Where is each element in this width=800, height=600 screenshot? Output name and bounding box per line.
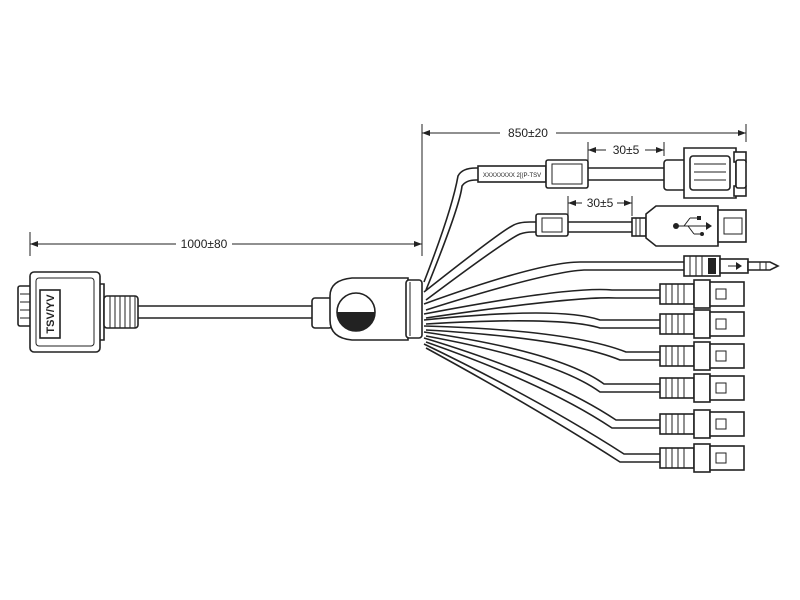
dimension-usb-offset: 30±5 [567,196,633,216]
usb-ferrite [535,213,569,237]
rca-connector-6 [659,443,745,473]
rca-connector-4 [659,373,745,403]
rca-connector-3 [659,341,745,371]
tsv-connector: TSV/YV [17,271,139,353]
cable-marking: XXXXXXXX 2[(P-TSV [483,173,541,179]
splitter-hub [311,277,423,341]
audio-jack [683,255,780,277]
audio-arrow-icon [728,262,742,270]
usb-icon [673,216,712,236]
main-cable [138,305,318,319]
vga-connector [663,147,747,199]
main-cable-length-label: 1000±80 [181,237,228,251]
breakout-cables [423,167,684,463]
usb-offset-label: 30±5 [587,196,614,210]
rca-connector-5 [659,409,745,439]
dimension-breakout: 850±20 [421,124,747,250]
dimension-vga-offset: 30±5 [587,142,665,168]
dimension-main-cable: 1000±80 [29,232,423,256]
usb-connector [631,205,747,247]
vga-offset-label: 30±5 [613,143,640,157]
breakout-length-label: 850±20 [508,126,548,140]
vga-ferrite: XXXXXXXX 2[(P-TSV [477,159,589,189]
rca-connector-2 [659,309,745,339]
connector-label: TSV/YV [45,294,57,334]
rca-connector-1 [659,279,745,309]
